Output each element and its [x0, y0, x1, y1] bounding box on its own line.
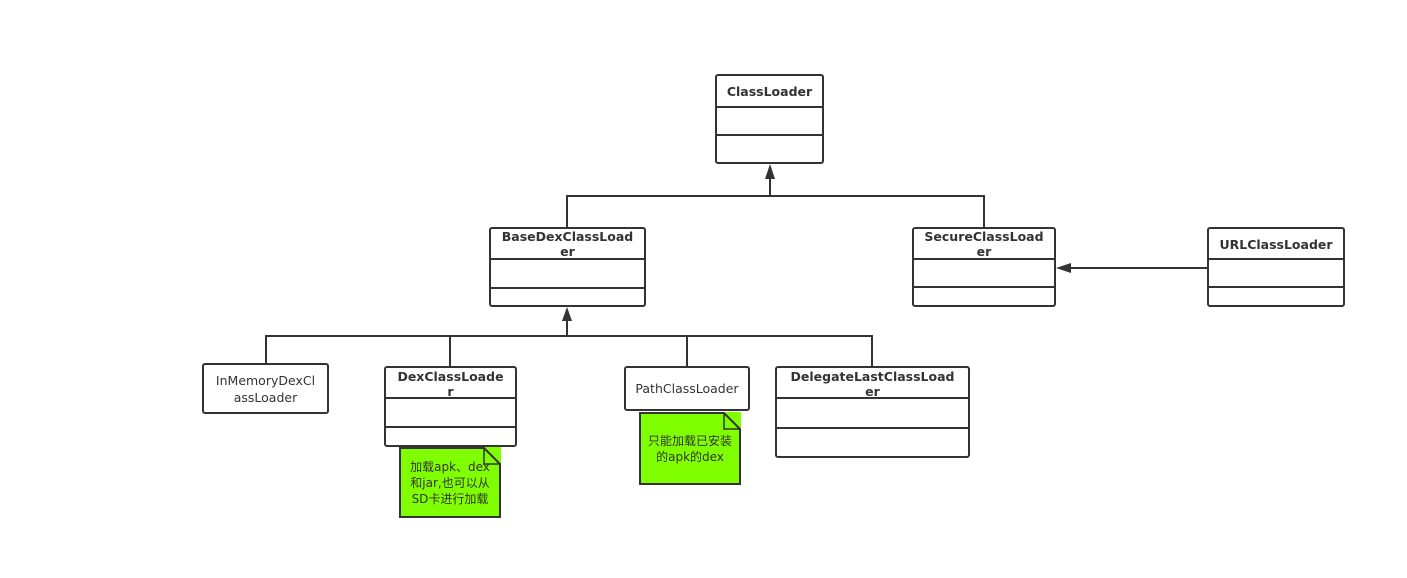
dex-classloader-divider-2 — [386, 426, 515, 428]
url-classloader-class-name: URLClassLoader — [1219, 236, 1333, 252]
delegate-last-classloader-divider-1 — [777, 397, 968, 399]
dex-classloader-divider-1 — [386, 397, 515, 399]
delegate-last-classloader-divider-2 — [777, 427, 968, 429]
classloader-divider-1 — [717, 106, 822, 108]
classloader-class-name: ClassLoader — [726, 83, 813, 99]
base-dex-classloader-divider-2 — [491, 287, 644, 289]
base-dex-classloader-divider-1 — [491, 258, 644, 260]
secure-arrowhead — [1056, 263, 1071, 273]
classloader-branch-line — [566, 195, 985, 228]
basedex-arrowhead — [562, 307, 572, 321]
url-classloader-divider-1 — [1209, 258, 1343, 260]
inmemory-dex-classloader-class-name: InMemoryDexClassLoader — [215, 372, 316, 405]
dex-classloader-note: 加载apk、dex和jar,也可以从SD卡进行加载 — [399, 447, 501, 518]
path-classloader-class-box[interactable]: PathClassLoader — [624, 366, 750, 411]
secure-classloader-class-name: SecureClassLoader — [924, 229, 1044, 259]
url-classloader-divider-2 — [1209, 286, 1343, 288]
secure-classloader-class-box[interactable]: SecureClassLoader — [912, 227, 1056, 307]
inmemory-dex-classloader-class-box[interactable]: InMemoryDexClassLoader — [202, 363, 329, 414]
delegate-last-classloader-class-name: DelegateLastClassLoader — [790, 368, 955, 399]
note-fold-icon — [399, 447, 501, 518]
basedex-branch-line — [265, 335, 873, 367]
secure-classloader-divider-1 — [914, 258, 1054, 260]
classloader-divider-2 — [717, 134, 822, 136]
secure-classloader-divider-2 — [914, 286, 1054, 288]
dex-classloader-class-name: DexClassLoader — [397, 368, 504, 399]
dex-classloader-class-box[interactable]: DexClassLoader — [384, 366, 517, 447]
dex-classloader-note-text: 加载apk、dex和jar,也可以从SD卡进行加载 — [410, 459, 490, 506]
delegate-last-classloader-class-box[interactable]: DelegateLastClassLoader — [775, 366, 970, 458]
base-dex-classloader-class-name: BaseDexClassLoader — [501, 229, 634, 259]
path-classloader-note-text: 只能加载已安装的apk的dex — [647, 433, 732, 464]
url-classloader-class-box[interactable]: URLClassLoader — [1207, 227, 1345, 307]
classloader-class-box[interactable]: ClassLoader — [715, 74, 824, 164]
note-fold-icon — [639, 412, 741, 485]
path-classloader-note: 只能加载已安装的apk的dex — [639, 412, 741, 485]
base-dex-classloader-class-box[interactable]: BaseDexClassLoader — [489, 227, 646, 307]
path-classloader-class-name: PathClassLoader — [635, 381, 739, 396]
classloader-arrowhead — [765, 164, 775, 179]
